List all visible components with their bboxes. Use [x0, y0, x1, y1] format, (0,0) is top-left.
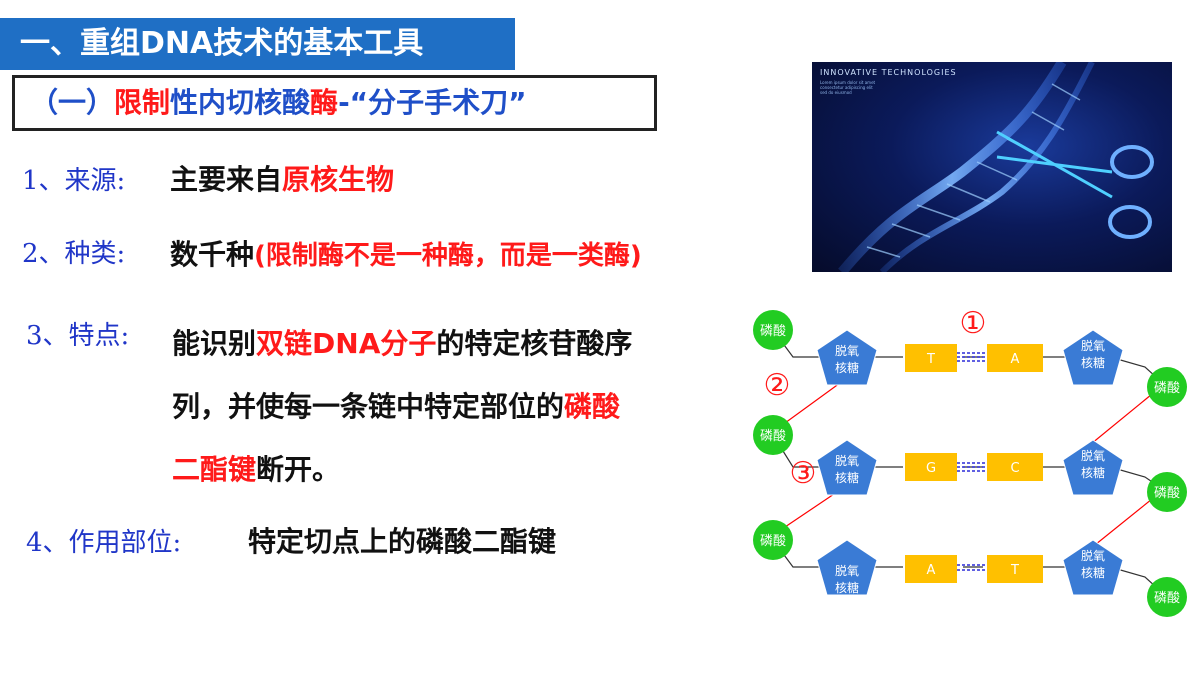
item-3-line-1: 能识别双链DNA分子的特定核苷酸序	[172, 322, 632, 362]
item-2-label: 2、种类:	[22, 239, 126, 269]
subtitle-mid: 性内切核酸	[170, 86, 311, 119]
hydrogen-bonds	[957, 352, 987, 571]
base-label: T	[1010, 563, 1019, 578]
item-3-l2-red: 磷酸	[564, 390, 621, 423]
sugar-label-2: 核糖	[1081, 465, 1105, 480]
phosphate-label: 磷酸	[760, 534, 786, 549]
page-title: 一、重组DNA技术的基本工具	[20, 26, 424, 61]
item-4-red: 特定切点上的磷酸二酯键	[248, 525, 557, 558]
item-2-black: 数千种	[170, 238, 255, 271]
sugar-label-1: 脱氧	[835, 563, 859, 578]
item-1-red: 原核生物	[282, 163, 395, 196]
dna-helix-icon	[838, 62, 1154, 272]
item-3-l3-black: 断开。	[256, 453, 341, 486]
subtitle-box	[12, 75, 657, 131]
sugar-label-2: 核糖	[1081, 355, 1105, 370]
item-1-text: 主要来自原核生物	[170, 158, 394, 198]
sugar-label-1: 脱氧	[835, 343, 859, 358]
sugar-label-2: 核糖	[835, 470, 859, 485]
sugar-label-1: 脱氧	[835, 453, 859, 468]
sugar-nodes	[816, 329, 1124, 596]
item-3-line-3: 二酯键断开。	[172, 448, 340, 488]
photo-small-text: Lorem ipsum dolor sit amet consectetur a…	[820, 80, 876, 95]
item-1-black: 主要来自	[170, 163, 283, 196]
marker-1: ①	[960, 306, 987, 341]
subtitle-prefix: （一）	[30, 86, 115, 119]
base-label: T	[926, 352, 935, 367]
item-3-l3-red: 二酯键	[172, 453, 257, 486]
sugar-label-2: 核糖	[835, 360, 859, 375]
subtitle-red-2: 酶	[310, 86, 339, 119]
title-bar	[0, 18, 515, 70]
item-3-l2-black: 列，并使每一条链中特定部位的	[172, 390, 565, 423]
item-2-red: (限制酶不是一种酶，而是一类酶)	[254, 241, 642, 271]
sugar-label-1: 脱氧	[1081, 338, 1105, 353]
subtitle: （一）限制性内切核酸酶-“分子手术刀”	[30, 79, 527, 127]
dna-strand-diagram: 磷酸 磷酸 磷酸 磷酸 磷酸 磷酸 脱氧 核糖 脱氧 核糖 脱氧 核糖 脱氧 核…	[753, 306, 1187, 617]
sugar-label-2: 核糖	[1081, 565, 1105, 580]
dna-scissors-photo: INNOVATIVE TECHNOLOGIES Lorem ipsum dolo…	[812, 62, 1172, 272]
sugar-label-1: 脱氧	[1081, 548, 1105, 563]
item-3-l1-red: 双链DNA分子	[256, 327, 437, 360]
sugar-label-1: 脱氧	[1081, 448, 1105, 463]
phosphate-label: 磷酸	[760, 429, 786, 444]
item-3-l1-black-1: 能识别	[172, 327, 257, 360]
phosphate-label: 磷酸	[1154, 591, 1180, 606]
subtitle-suffix: -“分子手术刀”	[338, 86, 527, 119]
phosphate-label: 磷酸	[1154, 381, 1180, 396]
item-1-label: 1、来源:	[22, 166, 126, 196]
item-2-text: 数千种(限制酶不是一种酶，而是一类酶)	[170, 233, 642, 273]
phosphate-label: 磷酸	[1154, 486, 1180, 501]
phosphate-label: 磷酸	[760, 324, 786, 339]
item-4-label: 4、作用部位:	[26, 528, 182, 558]
base-label: C	[1010, 461, 1019, 476]
phosphate-nodes	[753, 310, 1187, 617]
marker-3: ③	[790, 456, 817, 491]
base-label: A	[927, 563, 936, 578]
scissors-icon	[996, 130, 1154, 239]
sugar-label-2: 核糖	[835, 580, 859, 595]
item-3-label: 3、特点:	[26, 321, 130, 351]
base-label: G	[926, 461, 936, 476]
base-nodes	[905, 344, 1043, 583]
base-label: A	[1011, 352, 1020, 367]
item-3-l1-black-2: 的特定核苷酸序	[436, 327, 633, 360]
photo-caption: INNOVATIVE TECHNOLOGIES	[820, 68, 957, 77]
subtitle-red-1: 限制	[114, 86, 171, 119]
item-3-line-2: 列，并使每一条链中特定部位的磷酸	[172, 385, 620, 425]
marker-2: ②	[764, 368, 791, 403]
